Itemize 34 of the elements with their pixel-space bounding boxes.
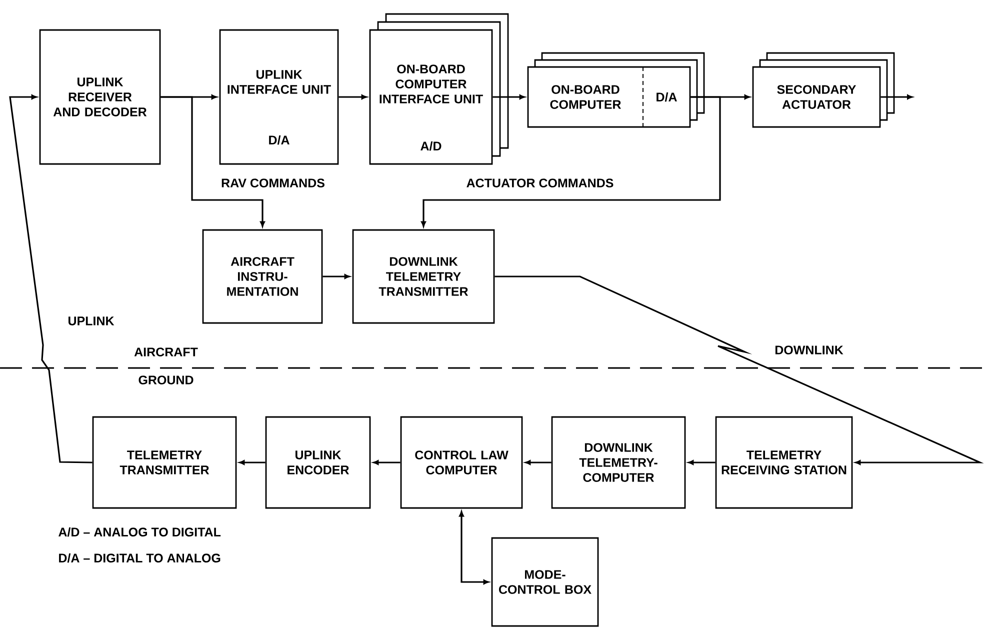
block-box: UPLINK RECEIVER AND DECODER xyxy=(39,29,161,165)
signal-label: ACTUATOR COMMANDS xyxy=(466,178,614,188)
stacked-box: ON-BOARD COMPUTER D/A xyxy=(527,52,705,128)
arrow xyxy=(880,94,912,100)
arrow xyxy=(421,96,721,227)
block-box: TELEMETRY TRANSMITTER xyxy=(92,416,237,509)
arrow xyxy=(373,460,400,465)
arrow xyxy=(492,94,525,100)
arrow xyxy=(525,460,552,465)
link-label: DOWNLINK xyxy=(775,346,844,354)
stacked-box: SECONDARY ACTUATOR xyxy=(752,52,895,128)
arrow xyxy=(9,94,92,464)
arrow xyxy=(459,511,489,584)
arrow xyxy=(239,460,266,465)
region-label: AIRCRAFT xyxy=(134,348,198,356)
abbreviation-note: D/A – DIGITAL TO ANALOG xyxy=(59,553,220,563)
block-box: TELEMETRY RECEIVING STATION xyxy=(715,416,853,509)
block-box: UPLINK ENCODER xyxy=(265,416,371,509)
block-box: CONTROL LAW COMPUTER xyxy=(400,416,523,509)
block-box: UPLINK INTERFACE UNIT D/A xyxy=(219,29,339,165)
abbreviation-note: A/D – ANALOG TO DIGITAL xyxy=(58,527,221,537)
link-label: UPLINK xyxy=(68,316,114,326)
signal-label: RAV COMMANDS xyxy=(222,178,324,188)
stacked-box: ON-BOARD COMPUTER INTERFACE UNIT A/D xyxy=(369,13,509,165)
block-box: DOWNLINK TELEMETRY TRANSMITTER xyxy=(352,229,495,324)
arrow xyxy=(322,274,350,279)
arrow xyxy=(688,460,716,465)
block-box: AIRCRAFT INSTRU- MENTATION xyxy=(202,229,323,324)
arrow xyxy=(338,94,367,100)
arrow xyxy=(494,276,984,465)
region-label: GROUND xyxy=(138,376,194,384)
arrow xyxy=(160,96,265,227)
block-box: DOWNLINK TELEMETRY- COMPUTER xyxy=(551,416,686,509)
block-box: MODE- CONTROL BOX xyxy=(491,537,599,627)
